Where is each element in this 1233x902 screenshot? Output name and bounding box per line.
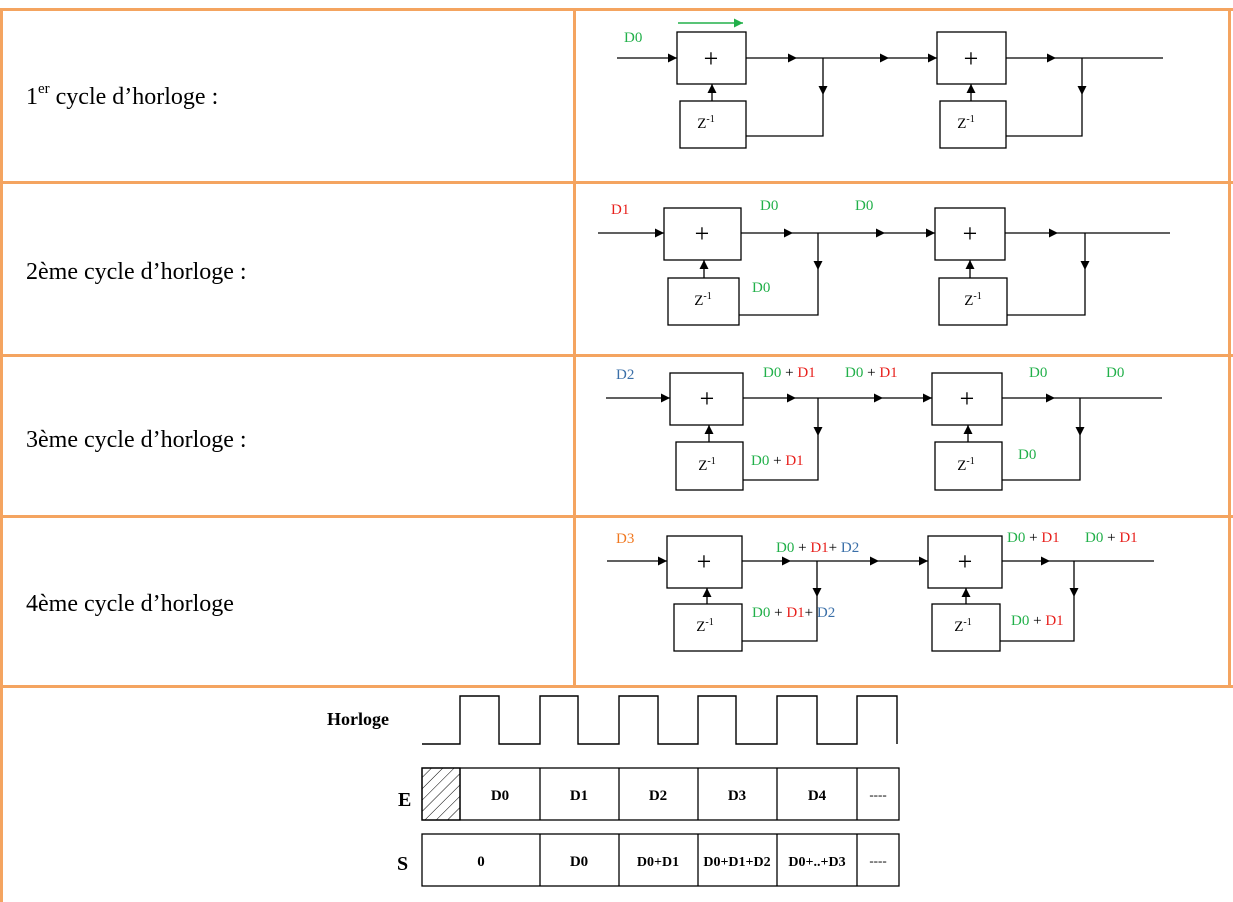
s-cell: 0 — [477, 854, 485, 870]
table-border-middle — [573, 8, 576, 687]
row4-adder1-plus: + — [697, 547, 712, 576]
row2-adder2-plus: + — [963, 219, 978, 248]
row3-input-label: D2 — [616, 367, 634, 383]
row3-circuit — [606, 372, 1162, 491]
row4-output2-label: D0 + D1 — [1007, 530, 1060, 546]
e-cell: D4 — [808, 788, 827, 804]
row4-delay2-label: Z-1 — [954, 617, 972, 635]
e-cell-hatched — [421, 767, 461, 821]
row3-adder1-plus: + — [700, 384, 715, 413]
row4-output2b-label: D0 + D1 — [1085, 530, 1138, 546]
e-row — [421, 767, 900, 821]
e-cell: D0 — [491, 788, 509, 804]
row4-output1-label: D0 + D1+ D2 — [776, 540, 859, 556]
row3-output2-label: D0 — [1029, 365, 1047, 381]
row2-feedback1-label: D0 — [752, 280, 770, 296]
row2-adder1-plus: + — [695, 219, 710, 248]
row2-output1-label: D0 — [760, 198, 778, 214]
row3-output1b-label: D0 + D1 — [845, 365, 898, 381]
row2-output1b-label: D0 — [855, 198, 873, 214]
row4-input-label: D3 — [616, 531, 634, 547]
row2-circuit — [598, 207, 1170, 326]
table-border-top — [0, 8, 1233, 11]
table-border-row3 — [0, 515, 1233, 518]
table-border-left — [0, 8, 3, 902]
row3-delay1-label: Z-1 — [698, 456, 716, 474]
row-label-cycle-4: 4ème cycle d’horloge — [26, 591, 234, 617]
timing-e-label: E — [398, 789, 411, 811]
s-cell: D0+D1 — [637, 855, 679, 870]
row1-input-label: D0 — [624, 30, 642, 46]
s-cell: D0+..+D3 — [788, 855, 845, 870]
table-border-row2 — [0, 354, 1233, 357]
row4-delay1-label: Z-1 — [696, 617, 714, 635]
row4-feedback1-label: D0 + D1+ D2 — [752, 605, 835, 621]
row3-delay2-label: Z-1 — [957, 456, 975, 474]
row-label-cycle-3: 3ème cycle d’horloge : — [26, 427, 247, 453]
row3-output1-label: D0 + D1 — [763, 365, 816, 381]
row3-adder2-plus: + — [960, 384, 975, 413]
row4-feedback2-label: D0 + D1 — [1011, 613, 1064, 629]
row1-adder1-plus: + — [704, 44, 719, 73]
s-cell: ---- — [869, 853, 886, 868]
e-cell: D3 — [728, 788, 746, 804]
clock-waveform — [422, 695, 898, 745]
row3-feedback1-label: D0 + D1 — [751, 453, 804, 469]
row3-output2b-label: D0 — [1106, 365, 1124, 381]
timing-clock-label: Horloge — [327, 709, 389, 729]
table-border-right — [1228, 8, 1231, 687]
row2-delay2-label: Z-1 — [964, 291, 982, 309]
timing-s-label: S — [397, 853, 408, 875]
s-cell: D0+D1+D2 — [703, 855, 770, 870]
table-border-row1 — [0, 181, 1233, 184]
row2-input-label: D1 — [611, 202, 629, 218]
s-cell: D0 — [570, 854, 588, 870]
e-cell: D1 — [570, 788, 588, 804]
e-cell: ---- — [869, 787, 886, 802]
row4-circuit — [607, 535, 1154, 652]
e-cell: D2 — [649, 788, 667, 804]
row4-adder2-plus: + — [958, 547, 973, 576]
row1-adder2-plus: + — [964, 44, 979, 73]
row1-delay2-label: Z-1 — [957, 114, 975, 132]
row1-circuit — [617, 18, 1163, 149]
table-border-row4 — [0, 685, 1233, 688]
row-label-cycle-2: 2ème cycle d’horloge : — [26, 259, 247, 285]
row-label-cycle-1: 1er cycle d’horloge : — [26, 81, 219, 110]
row3-feedback2-label: D0 — [1018, 447, 1036, 463]
row2-delay1-label: Z-1 — [694, 291, 712, 309]
row1-delay1-label: Z-1 — [697, 114, 715, 132]
s-row — [421, 833, 900, 887]
